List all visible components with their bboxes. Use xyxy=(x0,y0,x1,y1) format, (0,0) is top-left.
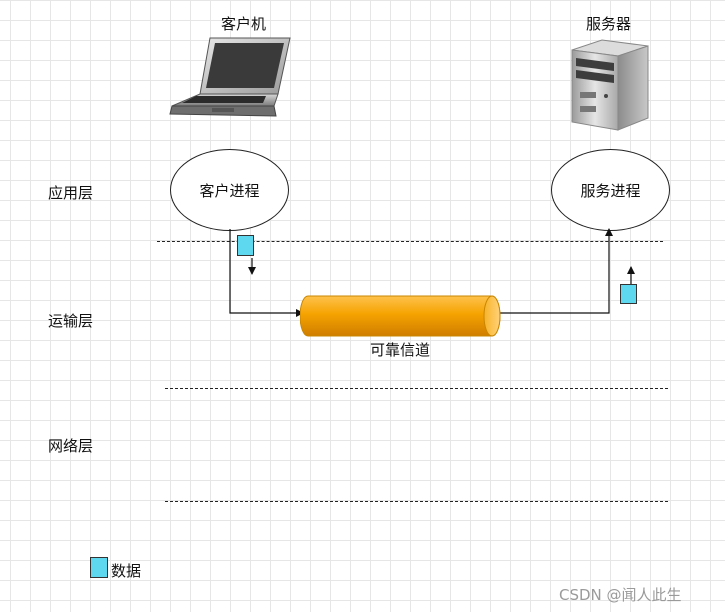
client-process-label: 客户进程 xyxy=(199,181,260,200)
reliable-channel-pipe xyxy=(300,295,501,337)
network-layer-label: 网络层 xyxy=(48,437,94,455)
application-transport-boundary xyxy=(157,241,663,242)
data-packet-received xyxy=(620,284,637,304)
data-packet-sent xyxy=(237,235,254,256)
laptop-icon xyxy=(169,37,291,117)
legend-data-swatch xyxy=(90,557,108,578)
reliable-channel-label: 可靠信道 xyxy=(370,341,431,359)
transport-layer-label: 运输层 xyxy=(48,312,94,330)
server-tower-icon xyxy=(571,39,649,131)
server-process: 服务进程 xyxy=(551,149,670,231)
transport-network-boundary xyxy=(165,388,668,389)
legend-data-label: 数据 xyxy=(111,562,142,580)
network-lower-boundary xyxy=(165,501,668,502)
watermark: CSDN @闻人此生 xyxy=(559,586,682,604)
server-label: 服务器 xyxy=(586,15,632,33)
client-label: 客户机 xyxy=(221,15,267,33)
channel-to-server-line xyxy=(500,228,613,314)
client-process: 客户进程 xyxy=(170,149,289,231)
client-to-channel-line xyxy=(229,229,304,317)
server-process-label: 服务进程 xyxy=(580,181,641,200)
application-layer-label: 应用层 xyxy=(48,184,94,202)
